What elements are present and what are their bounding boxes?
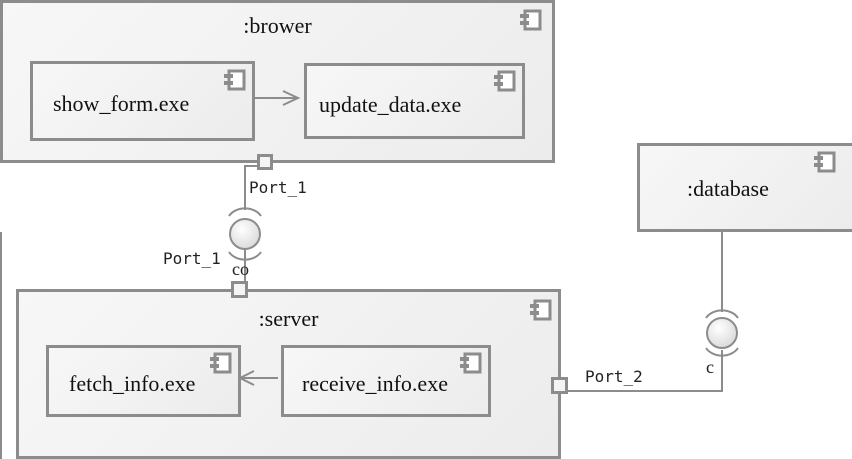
connector-label-co: co (232, 259, 249, 279)
dependency-arrow-show-form-to-update-data (252, 90, 301, 106)
component-label: receive_info.exe (302, 371, 448, 396)
component-server[interactable]: :server fetch_info.exe receive_info.exe (16, 289, 561, 459)
port-server-port-2[interactable] (551, 377, 568, 394)
component-title: :database (687, 176, 769, 201)
assembly-connector-server-database (568, 232, 739, 392)
component-icon (210, 352, 232, 374)
port-server-port-1[interactable] (231, 281, 248, 298)
port-label-server-right: Port_2 (585, 367, 643, 386)
component-update-data[interactable]: update_data.exe (304, 63, 525, 139)
component-title: :brower (243, 13, 312, 38)
component-icon (460, 352, 482, 374)
component-icon (224, 69, 246, 91)
dependency-arrow-receive-info-to-fetch-info (237, 370, 278, 386)
port-label-brower: Port_1 (249, 178, 307, 197)
assembly-connector-brower-server (228, 165, 262, 283)
port-label-server-top: Port_1 (163, 249, 221, 268)
component-label: fetch_info.exe (69, 371, 196, 396)
component-icon (530, 299, 552, 321)
port-brower-port-1[interactable] (257, 154, 273, 170)
component-title: :server (258, 306, 319, 331)
component-fetch-info[interactable]: fetch_info.exe (46, 345, 241, 417)
component-show-form[interactable]: show_form.exe (30, 61, 255, 141)
component-icon (520, 9, 542, 31)
connector-label-c: c (706, 357, 714, 377)
component-label: show_form.exe (53, 91, 190, 116)
component-database[interactable]: :database (637, 143, 852, 232)
component-icon (814, 151, 836, 173)
component-label: update_data.exe (319, 92, 462, 117)
component-receive-info[interactable]: receive_info.exe (281, 345, 491, 417)
page-edge-line (0, 232, 2, 459)
component-brower[interactable]: :brower show_form.exe update_data.exe (0, 0, 555, 163)
component-icon (494, 70, 516, 92)
